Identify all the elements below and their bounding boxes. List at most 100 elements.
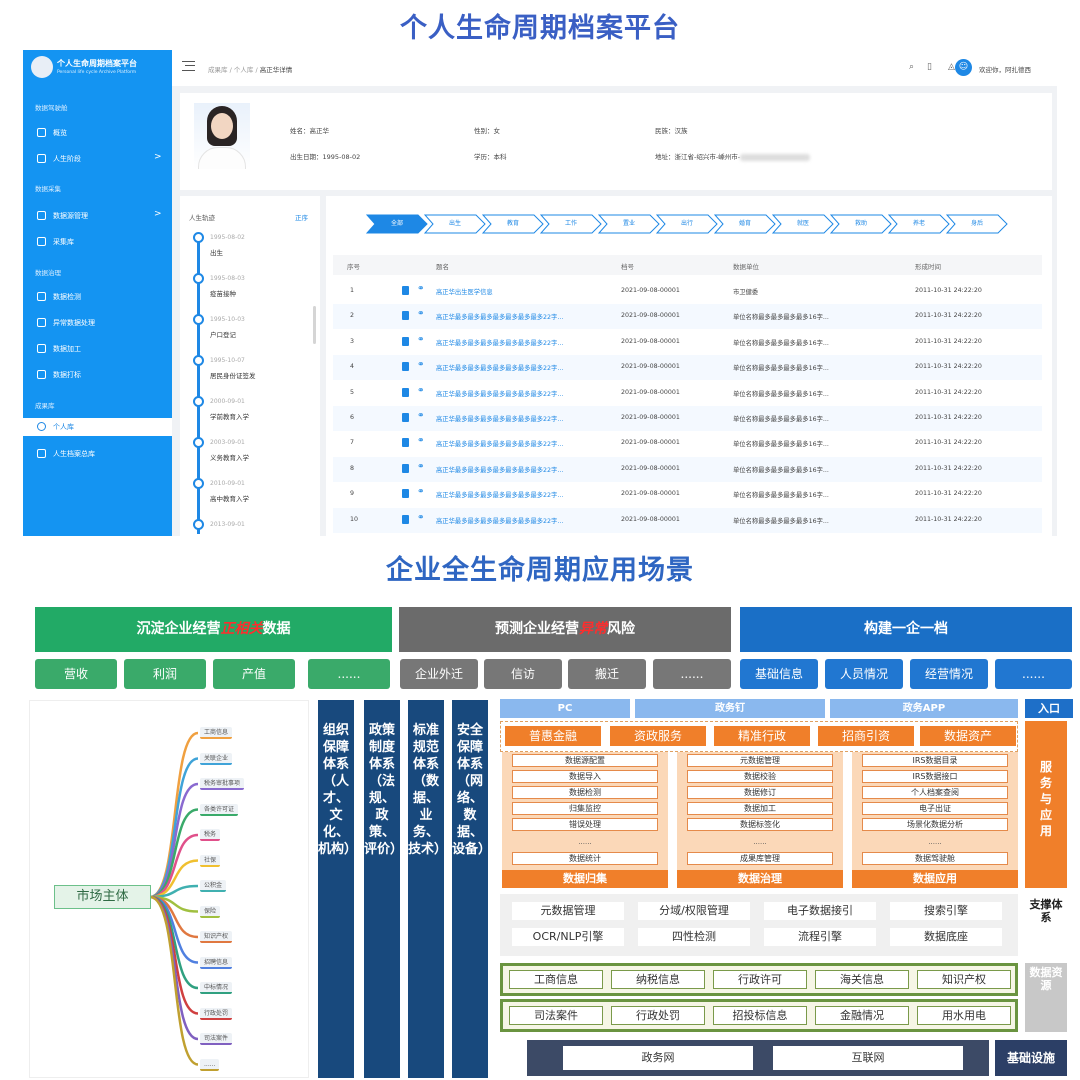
sidebar-item-collect-lib[interactable]: 采集库 xyxy=(23,233,172,251)
row-title[interactable]: 高正华最多最多最多最多最多最多最多22字... xyxy=(436,339,564,347)
table-row[interactable]: 4⚭高正华最多最多最多最多最多最多最多22字...2021-09-08-0000… xyxy=(333,355,1042,381)
warning-icon xyxy=(37,344,46,353)
row-title[interactable]: 高正华最多最多最多最多最多最多最多22字... xyxy=(436,466,564,474)
row-code: 2021-09-08-00001 xyxy=(621,337,680,345)
timeline-event[interactable]: 学前教育入学 xyxy=(210,413,249,421)
breadcrumb-personal[interactable]: 个人库 xyxy=(233,66,254,74)
row-title[interactable]: 高正华最多最多最多最多最多最多最多22字... xyxy=(436,390,564,398)
sidebar-item-abnormal[interactable]: 异常数据处理 xyxy=(23,314,172,332)
timeline-order-toggle[interactable]: 正序 xyxy=(295,214,308,222)
table-row[interactable]: 8⚭高正华最多最多最多最多最多最多最多22字...2021-09-08-0000… xyxy=(333,456,1042,482)
link-icon[interactable]: ⚭ xyxy=(417,487,425,498)
link-icon[interactable]: ⚭ xyxy=(417,411,425,421)
sidebar-item-personal-lib[interactable]: 个人库 xyxy=(23,418,172,436)
sidebar-item-data-check[interactable]: 数据检测 xyxy=(23,288,172,306)
timeline-event[interactable]: 义务教育入学 xyxy=(210,454,249,462)
service-3: 招商引资 xyxy=(818,726,914,746)
stage-step-10[interactable]: 身后 xyxy=(946,214,1008,234)
timeline-event[interactable]: 高中教育入学 xyxy=(210,495,249,503)
timeline-event[interactable]: 疫苗接种 xyxy=(210,290,236,298)
module-column-1: 元数据管理数据校验数据修订数据加工数据标签化成果库管理......数据治理 xyxy=(677,752,843,888)
file-icon[interactable] xyxy=(402,286,409,295)
resource-item: 金融情况 xyxy=(815,1006,909,1025)
file-icon[interactable] xyxy=(402,387,409,397)
link-icon[interactable]: ⚭ xyxy=(417,512,425,523)
sidebar-item-overview[interactable]: 概览 xyxy=(23,124,172,142)
table-row[interactable]: 10⚭高正华最多最多最多最多最多最多最多22字...2021-09-08-000… xyxy=(333,507,1042,533)
pill-basic-info: 基础信息 xyxy=(740,659,818,689)
stage-step-9[interactable]: 养老 xyxy=(888,214,950,234)
table-row[interactable]: 3 ⚭ 高正华最多最多最多最多最多最多最多22字... 2021-09-08-0000… xyxy=(333,330,1042,355)
mindmap-node: 各类许可证 xyxy=(200,803,239,816)
timeline-title: 人生轨迹 xyxy=(189,214,215,222)
row-time: 2011-10-31 24:22:20 xyxy=(915,337,982,345)
row-title[interactable]: 高正华最多最多最多最多最多最多最多22字... xyxy=(436,416,564,423)
stage-step-0[interactable]: 全部 xyxy=(366,214,428,234)
row-number: 4 xyxy=(350,363,355,371)
file-icon[interactable] xyxy=(402,514,409,524)
timeline-date: 1995-10-07 xyxy=(210,357,245,364)
table-row[interactable]: 9⚭高正华最多最多最多最多最多最多最多22字...2021-09-08-0000… xyxy=(333,482,1042,507)
file-icon[interactable] xyxy=(402,489,409,499)
row-title[interactable]: 高正华最多最多最多最多最多最多最多22字... xyxy=(436,365,564,373)
user-greeting[interactable]: 欢迎你，阿扎德西 xyxy=(979,66,1031,74)
row-title[interactable]: 高正华最多最多最多最多最多最多最多22字... xyxy=(436,492,564,500)
stage-step-2[interactable]: 教育 xyxy=(482,214,544,234)
stage-step-4[interactable]: 置业 xyxy=(598,214,660,234)
link-icon[interactable]: ⚭ xyxy=(417,284,425,294)
row-title[interactable]: 高正华最多最多最多最多最多最多最多22字... xyxy=(436,441,564,449)
sidebar-item-tagging[interactable]: 数据打标 xyxy=(23,366,172,384)
stage-step-5[interactable]: 出行 xyxy=(656,214,718,234)
timeline-scrollbar[interactable] xyxy=(313,306,316,344)
table-row[interactable]: 7⚭高正华最多最多最多最多最多最多最多22字...2021-09-08-0000… xyxy=(333,431,1042,456)
file-icon[interactable] xyxy=(402,463,409,473)
table-row[interactable]: 6⚭高正华最多最多最多最多最多最多最多22字...2021-09-08-0000… xyxy=(333,406,1042,431)
table-row[interactable]: 2⚭高正华最多最多最多最多最多最多最多22字...2021-09-08-0000… xyxy=(333,304,1042,330)
row-number: 3 xyxy=(350,337,355,345)
table-row[interactable]: 5⚭高正华最多最多最多最多最多最多最多22字...2021-09-08-0000… xyxy=(333,381,1042,406)
link-icon[interactable]: ⚭ xyxy=(417,334,425,345)
file-icon[interactable] xyxy=(402,362,409,372)
link-icon[interactable]: ⚭ xyxy=(417,309,425,320)
stage-step-7[interactable]: 就医 xyxy=(772,214,834,234)
link-icon[interactable]: ⚭ xyxy=(417,385,425,396)
infra-internet: 互联网 xyxy=(773,1046,963,1070)
stage-step-8[interactable]: 救助 xyxy=(830,214,892,234)
sidebar-item-process[interactable]: 数据加工 xyxy=(23,340,172,358)
sidebar-item-life-stage[interactable]: 人生阶段> xyxy=(23,150,172,168)
mindmap: 工商信息关联企业税务审批事项各类许可证税务社保公积金保险知识产权招聘信息中标情况… xyxy=(29,700,309,1078)
link-icon[interactable]: ⚭ xyxy=(417,360,425,371)
link-icon[interactable]: ⚭ xyxy=(417,461,425,472)
timeline-event[interactable]: 出生 xyxy=(210,249,223,257)
avatar[interactable]: ☺ xyxy=(955,59,972,76)
breadcrumb-results[interactable]: 成果库 xyxy=(208,66,228,74)
mindmap-branches xyxy=(149,731,199,1066)
file-icon[interactable] xyxy=(402,336,409,346)
file-icon[interactable] xyxy=(402,413,409,422)
app-window: 个人生命周期档案平台 Personal life cycle Archive P… xyxy=(23,50,1057,536)
stage-step-6[interactable]: 婚育 xyxy=(714,214,776,234)
module-column-0: 数据源配置数据导入数据检测归集监控错误处理数据统计......数据归集 xyxy=(502,752,668,888)
sidebar-item-archive-lib[interactable]: 人生档案总库 xyxy=(23,445,172,463)
search-icon[interactable]: ⌕ xyxy=(909,62,915,72)
row-title[interactable]: 高正华最多最多最多最多最多最多最多22字... xyxy=(436,314,564,322)
row-title[interactable]: 高正华出生医学信息 xyxy=(436,289,493,296)
module-ellipsis: ...... xyxy=(753,838,767,846)
stage-step-1[interactable]: 出生 xyxy=(424,214,486,234)
file-icon[interactable]: ▯ xyxy=(927,62,932,72)
service-label: 服务与应用 xyxy=(1025,721,1067,888)
sidebar-item-source-manage[interactable]: 数据源管理> xyxy=(23,207,172,225)
sidebar: 个人生命周期档案平台 Personal life cycle Archive P… xyxy=(23,50,172,536)
menu-toggle-icon[interactable] xyxy=(182,61,195,71)
file-icon[interactable] xyxy=(402,438,409,448)
stage-label: 就医 xyxy=(796,220,809,227)
timeline-event[interactable]: 户口登记 xyxy=(210,331,236,339)
link-icon[interactable]: ⚭ xyxy=(417,436,425,447)
stage-step-3[interactable]: 工作 xyxy=(540,214,602,234)
file-icon[interactable] xyxy=(402,311,409,321)
timeline-dot xyxy=(192,478,204,489)
row-title[interactable]: 高正华最多最多最多最多最多最多最多22字... xyxy=(436,517,564,525)
timeline-event[interactable]: 居民身份证签发 xyxy=(210,372,256,380)
bell-icon[interactable]: ◬ xyxy=(948,62,955,72)
